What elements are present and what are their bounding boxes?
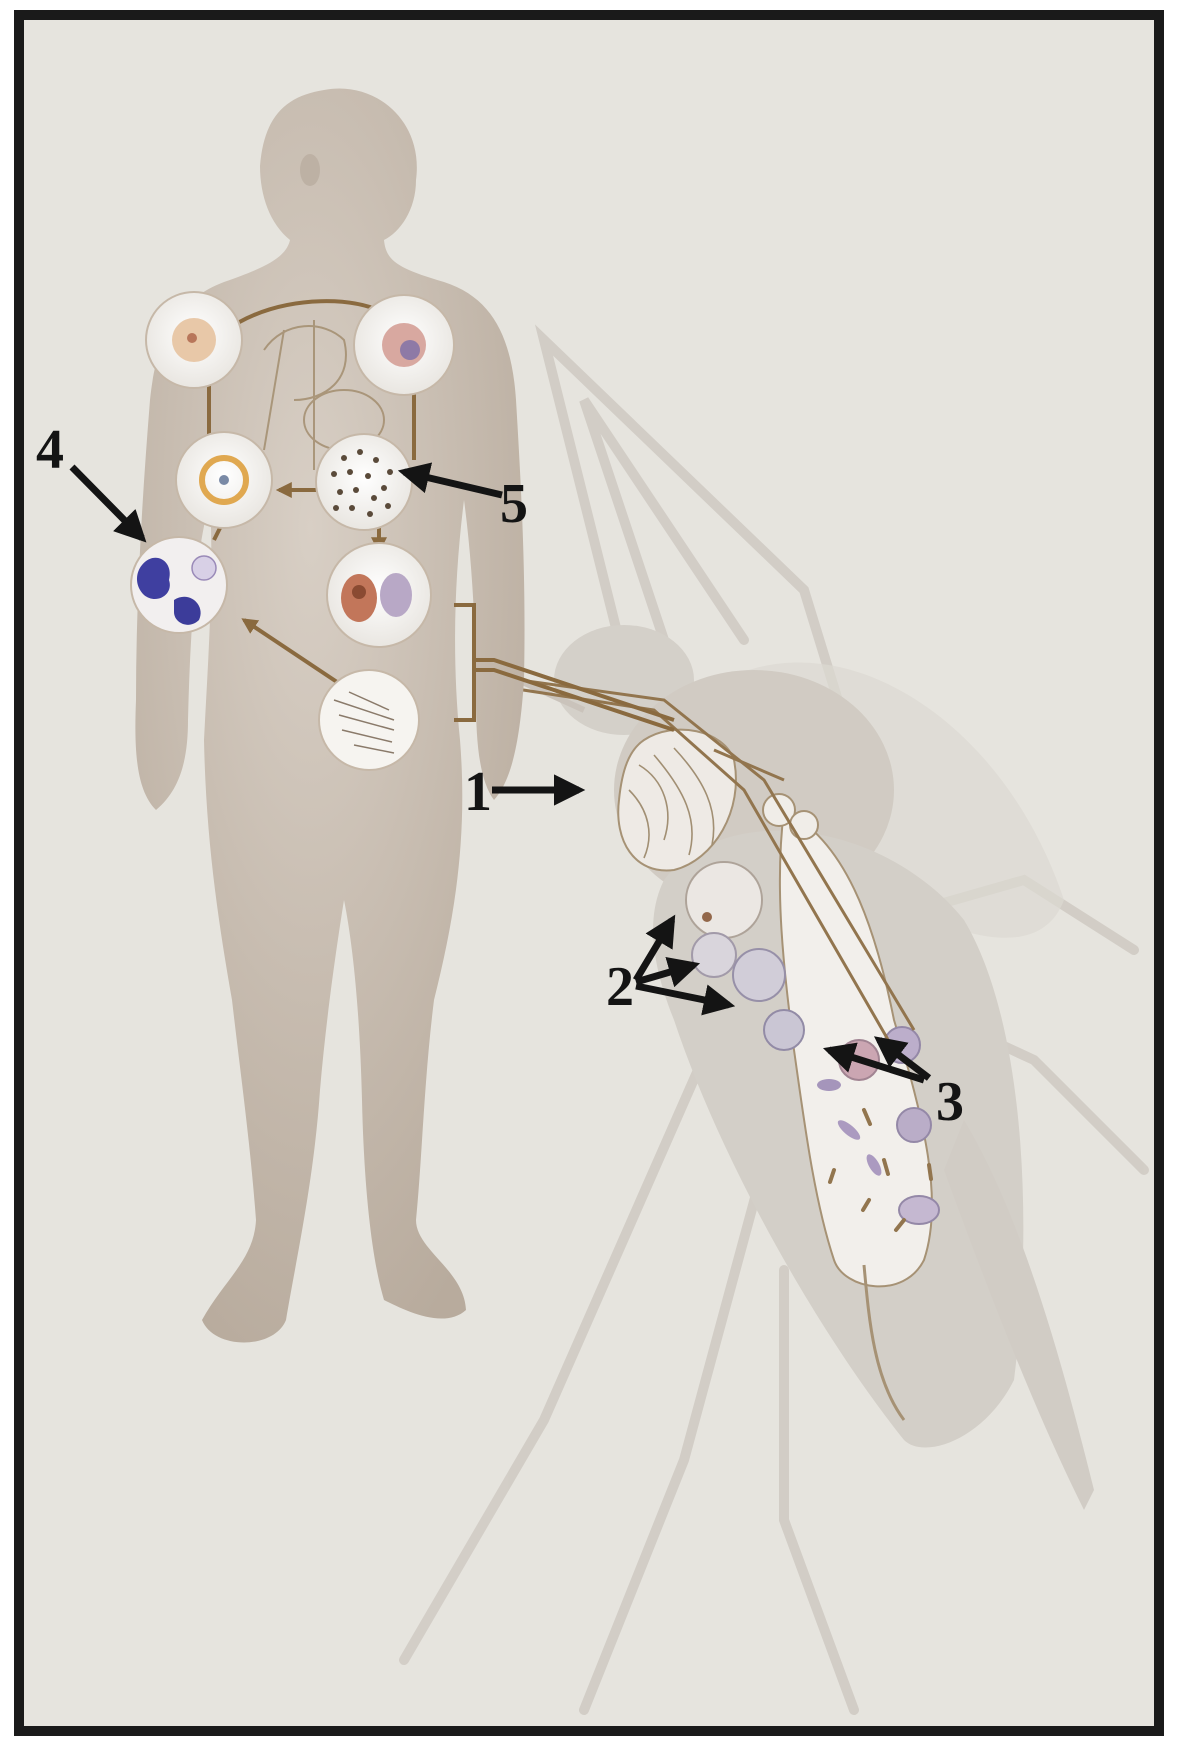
- arrow-4: [72, 467, 142, 538]
- label-4: 4: [36, 419, 64, 481]
- lifecycle-diagram: 1 2 3 4 5: [24, 20, 1154, 1726]
- disc-merozoites: [316, 434, 412, 530]
- disc-sporozoites: [319, 670, 419, 770]
- disc-gametocytes: [131, 537, 227, 633]
- label-1: 1: [464, 761, 492, 823]
- disc-top-right: [354, 295, 454, 395]
- diagram-frame: 1 2 3 4 5: [14, 10, 1164, 1736]
- disc-mid-left: [176, 432, 272, 528]
- disc-rbc-stages: [327, 543, 431, 647]
- disc-top-left: [146, 292, 242, 388]
- label-5: 5: [500, 473, 528, 535]
- label-2: 2: [606, 956, 634, 1018]
- label-3: 3: [936, 1071, 964, 1133]
